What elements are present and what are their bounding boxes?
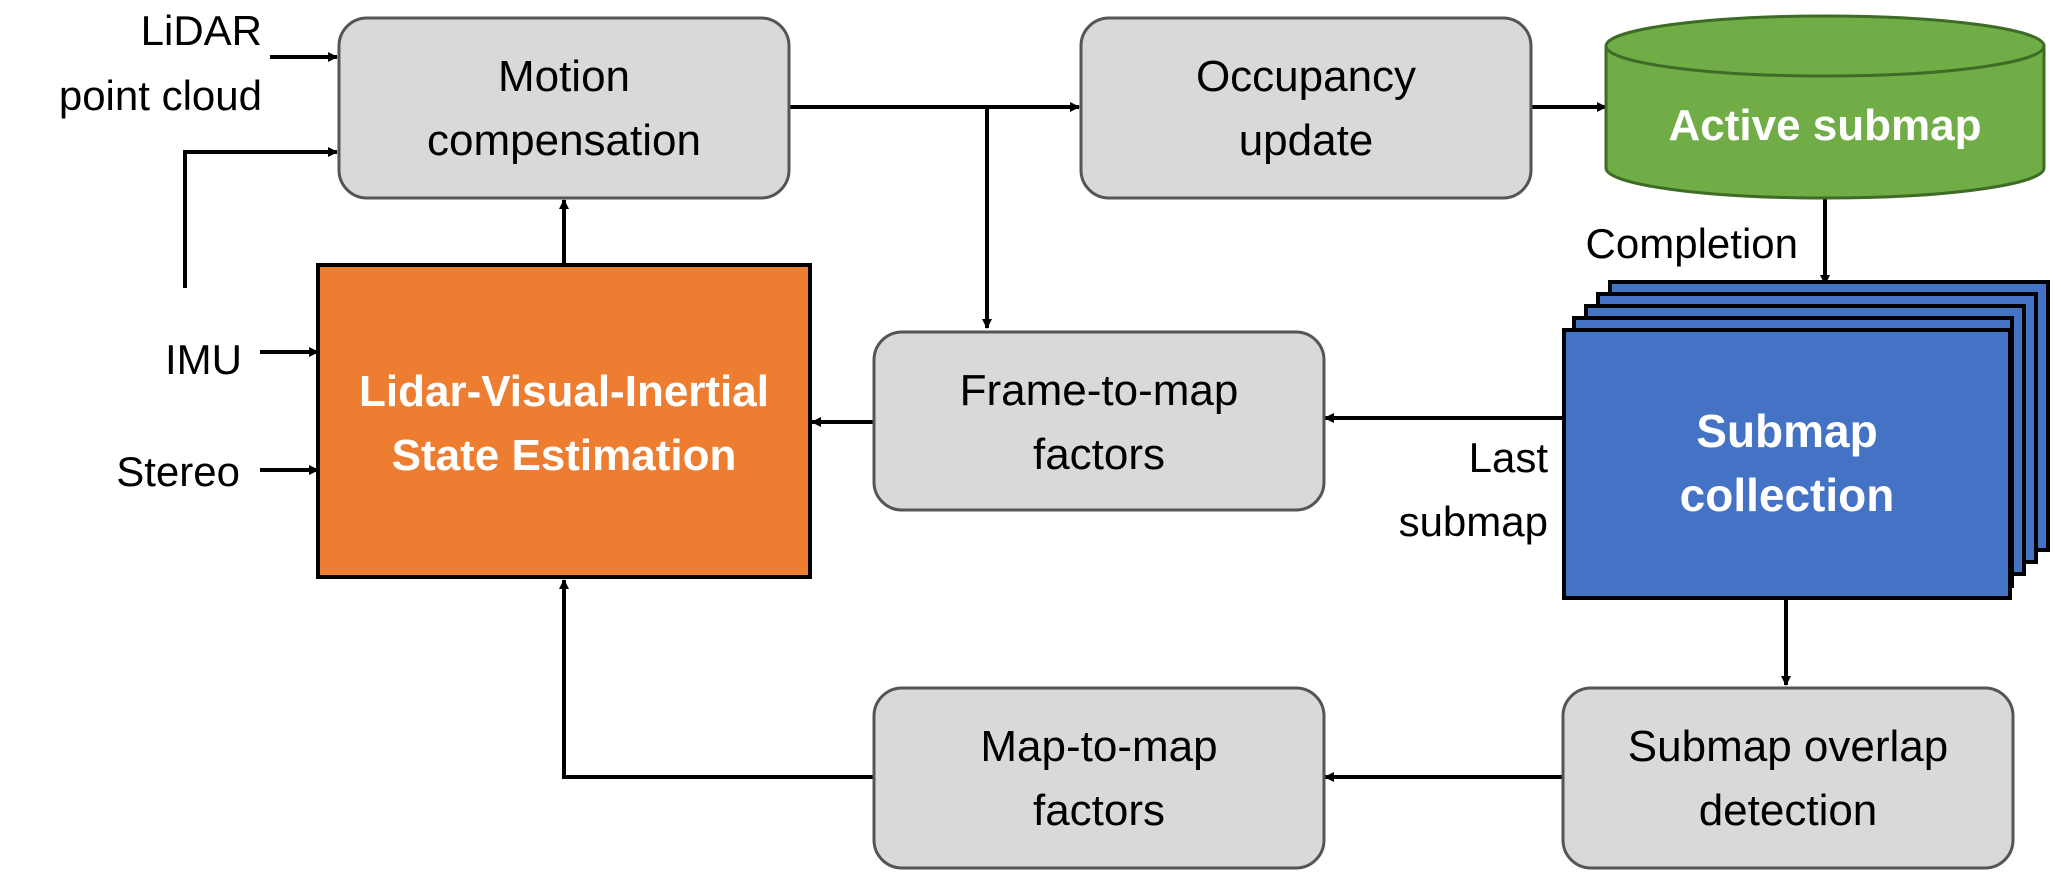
overlap-detection-label-line2: detection [1699, 786, 1878, 835]
motion-compensation-label-line2: compensation [427, 116, 701, 165]
map-to-map-label-line2: factors [1033, 786, 1165, 835]
submap-collection-node: Submap collection [1562, 280, 2050, 600]
stereo-input-label: Stereo [116, 448, 240, 495]
imu-input-label: IMU [165, 336, 242, 383]
edge-map-to-state [559, 579, 873, 779]
state-estimation-node: Lidar-Visual-Inertial State Estimation [316, 263, 812, 579]
completion-edge-label: Completion [1586, 220, 1798, 267]
frame-to-map-label-line2: factors [1033, 430, 1165, 479]
frame-to-map-label-line1: Frame-to-map [960, 366, 1239, 415]
motion-compensation-node: Motion compensation [337, 16, 791, 200]
last-submap-label-line1: Last [1469, 434, 1549, 481]
frame-to-map-node: Frame-to-map factors [872, 330, 1326, 512]
map-to-map-node: Map-to-map factors [872, 686, 1326, 870]
active-submap-label: Active submap [1669, 101, 1982, 150]
edges [183, 52, 1830, 782]
submap-stack-front [1562, 328, 2012, 600]
occupancy-update-node: Occupancy update [1079, 16, 1533, 200]
occupancy-update-label-line1: Occupancy [1196, 52, 1416, 101]
lidar-input-label-line2: point cloud [59, 72, 262, 119]
motion-compensation-label-line1: Motion [498, 52, 630, 101]
overlap-detection-node: Submap overlap detection [1561, 686, 2015, 870]
occupancy-update-label-line2: update [1239, 116, 1374, 165]
state-estimation-label-line2: State Estimation [392, 431, 737, 480]
last-submap-label-line2: submap [1399, 498, 1548, 545]
edge-imu-to-motion [183, 147, 338, 288]
state-estimation-label-line1: Lidar-Visual-Inertial [359, 367, 769, 416]
lidar-input-label-line1: LiDAR [141, 7, 262, 54]
overlap-detection-label-line1: Submap overlap [1628, 722, 1948, 771]
active-submap-node: Active submap [1604, 14, 2046, 200]
submap-collection-label-line1: Submap [1696, 405, 1877, 457]
map-to-map-label-line1: Map-to-map [980, 722, 1217, 771]
submap-collection-label-line2: collection [1680, 469, 1895, 521]
